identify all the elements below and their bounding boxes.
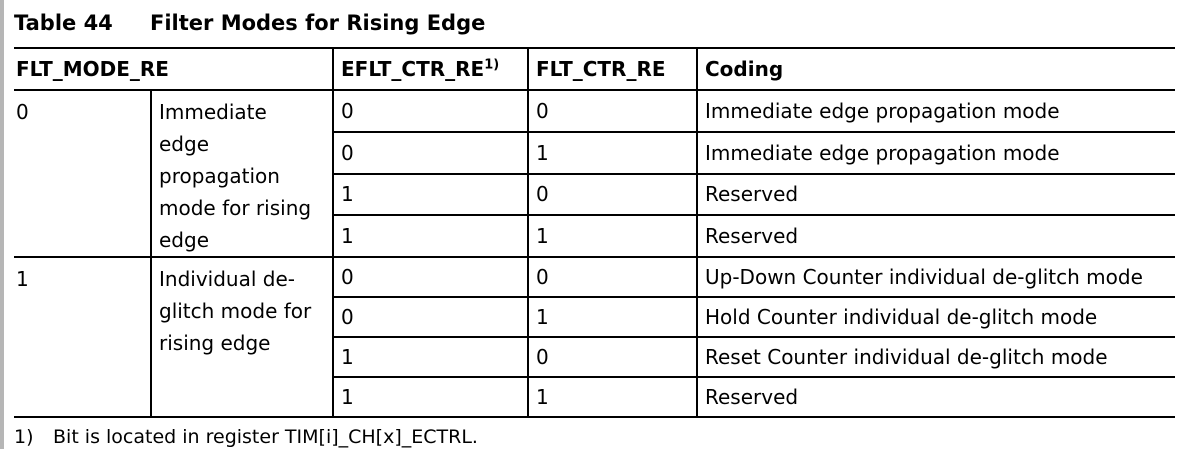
flt-mode-re-description: Immediate edge propagation mode for risi… (150, 90, 333, 258)
flt-ctr-re-value: 0 (527, 90, 697, 133)
flt-ctr-re-value: 0 (527, 257, 697, 298)
flt-mode-re-value: 0 (14, 90, 151, 258)
column-header-coding: Coding (696, 47, 1175, 91)
table-body: 0 Immediate edge propagation mode for ri… (14, 90, 1175, 418)
table-row: 1 0 Reserved (14, 173, 1175, 217)
flt-ctr-re-value: 1 (527, 131, 697, 175)
eflt-ctr-re-value: 1 (332, 377, 528, 418)
table-header: FLT_MODE_RE EFLT_CTR_RE1) FLT_CTR_RE Cod… (14, 47, 1175, 91)
filter-modes-table: FLT_MODE_RE EFLT_CTR_RE1) FLT_CTR_RE Cod… (14, 47, 1175, 418)
coding-value: Immediate edge propagation mode (696, 131, 1175, 175)
coding-value: Reserved (696, 377, 1175, 418)
coding-value: Hold Counter individual de-glitch mode (696, 297, 1175, 338)
coding-value: Reserved (696, 215, 1175, 258)
table-row: 0 1 Hold Counter individual de-glitch mo… (14, 297, 1175, 338)
column-header-flt-mode-re: FLT_MODE_RE (14, 47, 333, 91)
table-row: 1 1 Reserved (14, 377, 1175, 418)
coding-value: Immediate edge propagation mode (696, 90, 1175, 133)
table-row: 1 1 Reserved (14, 215, 1175, 258)
flt-ctr-re-value: 0 (527, 337, 697, 378)
eflt-ctr-re-value: 0 (332, 131, 528, 175)
eflt-ctr-re-value: 1 (332, 173, 528, 217)
column-header-eflt-ctr-re: EFLT_CTR_RE1) (332, 47, 528, 91)
flt-ctr-re-value: 1 (527, 215, 697, 258)
page-left-edge (0, 0, 4, 449)
eflt-ctr-re-value: 0 (332, 297, 528, 338)
flt-mode-re-value: 1 (14, 257, 151, 418)
flt-ctr-re-value: 1 (527, 297, 697, 338)
table-header-row: FLT_MODE_RE EFLT_CTR_RE1) FLT_CTR_RE Cod… (14, 47, 1175, 91)
table-row: 1 Individual de- glitch mode for rising … (14, 257, 1175, 418)
eflt-ctr-re-value: 0 (332, 257, 528, 298)
eflt-ctr-re-value: 1 (332, 337, 528, 378)
flt-ctr-re-value: 1 (527, 377, 697, 418)
coding-value: Reserved (696, 173, 1175, 217)
table-row: 0 Immediate edge propagation mode for ri… (14, 90, 1175, 258)
table-caption-title: Filter Modes for Rising Edge (150, 11, 486, 35)
eflt-ctr-re-value: 1 (332, 215, 528, 258)
column-header-eflt-ctr-re-label: EFLT_CTR_RE (341, 57, 485, 81)
document-page: Table 44 Filter Modes for Rising Edge FL… (14, 0, 1177, 449)
table-footnote: 1) Bit is located in register TIM[i]_CH[… (14, 425, 1177, 449)
coding-value: Reset Counter individual de-glitch mode (696, 337, 1175, 378)
table-caption-label: Table 44 (14, 11, 113, 35)
table-caption: Table 44 Filter Modes for Rising Edge (14, 0, 1177, 36)
flt-mode-re-description: Individual de- glitch mode for rising ed… (150, 257, 333, 418)
footnote-marker: 1) (14, 426, 34, 448)
footnote-text: Bit is located in register TIM[i]_CH[x]_… (53, 426, 478, 448)
coding-value: Up-Down Counter individual de-glitch mod… (696, 257, 1175, 298)
table-row: 0 1 Immediate edge propagation mode (14, 131, 1175, 175)
table-row: 1 0 Reset Counter individual de-glitch m… (14, 337, 1175, 378)
flt-ctr-re-value: 0 (527, 173, 697, 217)
eflt-ctr-re-value: 0 (332, 90, 528, 133)
column-header-flt-ctr-re: FLT_CTR_RE (527, 47, 697, 91)
footnote-reference: 1) (484, 57, 500, 73)
